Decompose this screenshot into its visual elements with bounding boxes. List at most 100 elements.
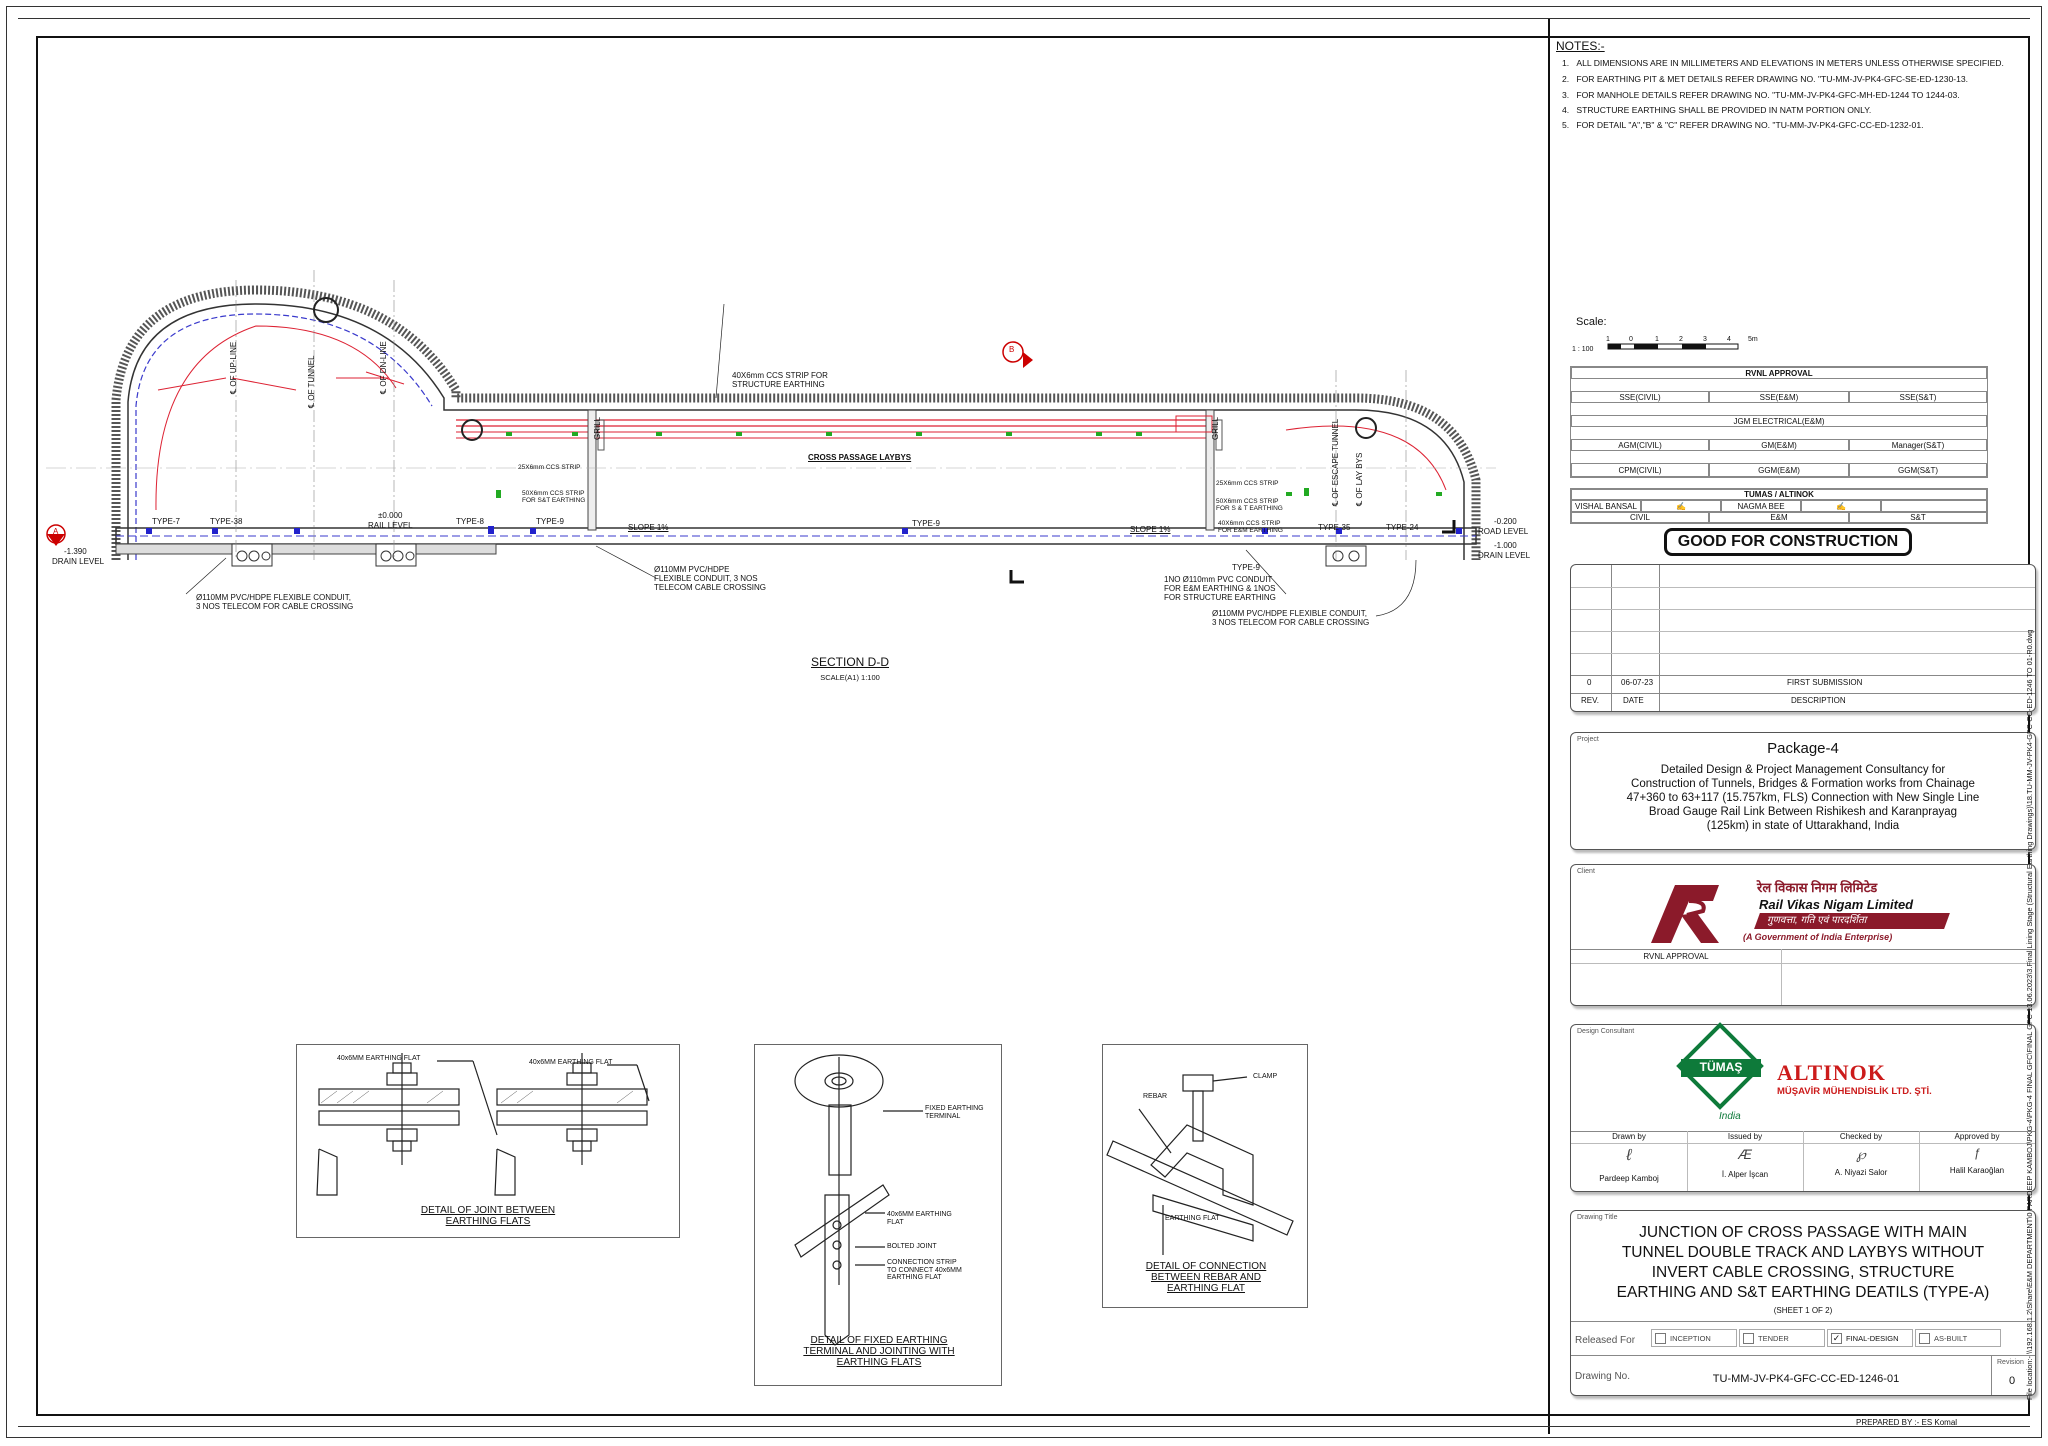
signature-1: ℓ [1626,1147,1632,1164]
type-24-label: TYPE-24 [1386,523,1419,532]
ggm-st: GGM(S&T) [1849,463,1987,477]
final-design-checkbox[interactable]: ✓ [1831,1332,1842,1344]
roles-col-2 [1803,1131,1804,1191]
drawn-by-name: Pardeep Kamboj [1599,1174,1659,1183]
discipline-em: E&M [1709,512,1849,523]
tender-checkbox[interactable] [1743,1332,1754,1344]
section-scale: SCALE(A1) 1:100 [820,673,880,682]
up-line-label: ℄ OF UP-LINE [229,341,238,394]
release-inception-option[interactable]: INCEPTION [1651,1329,1737,1347]
drawing-title-label: Drawing Title [1577,1214,1618,1221]
client-box: Client रेल विकास निगम लिमिटेड Rail Vikas… [1570,864,2036,1006]
ccs25-right-label: 25X6mm CCS STRIP [1216,480,1279,487]
drawing-border [36,36,2030,1416]
ccs25-left-label: 25X6mm CCS STRIP [518,464,581,471]
rev-row-line-2 [1571,609,2035,610]
rvnl-approval-table: RVNL APPROVAL SSE(CIVIL) SSE(E&M) SSE(S&… [1570,366,1988,478]
bottom-frame-line [18,1426,2030,1427]
scale-tick-6: 5m [1748,336,1758,343]
drawing-no-value: TU-MM-JV-PK4-GFC-CC-ED-1246-01 [1712,1373,1900,1385]
rvnl-name: Rail Vikas Nigam Limited [1759,897,1914,912]
scale-ratio: 1 : 100 [1572,346,1594,353]
rvnl-logo [1651,885,1719,943]
title-divider-2 [1571,1355,2035,1356]
release-tender-option[interactable]: TENDER [1739,1329,1825,1347]
tumas-name-2: NAGMA BEE [1721,500,1801,512]
scale-tick-1: 0 [1629,336,1633,343]
project-description: Detailed Design & Project Management Con… [1626,764,1980,832]
rev-date: 06-07-23 [1621,678,1654,687]
approved-by-role: Approved by [1954,1132,2000,1141]
rebar-label: REBAR [1143,1093,1168,1100]
scale-tick-3: 2 [1679,336,1683,343]
note-3: 3. FOR MANHOLE DETAILS REFER DRAWING NO.… [1562,90,1960,100]
project-box: Project Package-4 Detailed Design & Proj… [1570,732,2036,850]
inception-checkbox[interactable] [1655,1332,1666,1344]
note-1: 1. ALL DIMENSIONS ARE IN MILLIMETERS AND… [1562,58,2004,68]
revision-value: 0 [2009,1375,2016,1387]
drain-right-elevation: -1.000 [1494,541,1517,550]
type-38-label: TYPE-38 [210,517,243,526]
road-elevation: -0.200 [1494,517,1517,526]
sse-em: SSE(E&M) [1709,391,1849,403]
release-as-built-option[interactable]: AS-BUILT [1915,1329,2001,1347]
rail-level-label: RAIL LEVEL [368,521,413,530]
sse-civil: SSE(CIVIL) [1571,391,1709,403]
tumas-sign-2: ✍ [1801,500,1881,512]
rev-row-line-6 [1571,693,2035,694]
joint-flat-label-b: 40x6MM EARTHING FLAT [529,1059,613,1066]
bolted-joint-label: BOLTED JOINT [887,1243,937,1250]
lay-bys-label: ℄ OF LAY BYS [1355,452,1364,506]
joint-flat-label-a: 40x6MM EARTHING FLAT [337,1055,421,1062]
signature-2: Ӕ [1738,1146,1752,1162]
release-final-design-option[interactable]: ✓FINAL-DESIGN [1827,1329,1913,1347]
tumas-sign-1: ✍ [1641,500,1721,512]
rev-header: REV. [1581,696,1599,705]
rebar-flat-label: EARTHING FLAT [1165,1215,1220,1222]
altinok-name: ALTINOK [1777,1060,1886,1085]
tumas-name: TÜMAŞ [1699,1060,1743,1074]
consultant-label: Design Consultant [1577,1028,1635,1035]
drawing-title-box: Drawing Title JUNCTION OF CROSS PASSAGE … [1570,1210,2036,1396]
tumas-india: India [1719,1111,1741,1122]
consultant-box: Design Consultant TÜMAŞ India ALTINOK MÜ… [1570,1022,2036,1192]
type-9-label-a: TYPE-9 [536,517,565,526]
signature-4: ƒ [1973,1146,1981,1160]
signature-3: ℘ [1856,1146,1866,1162]
tumas-logo-band [1681,1059,1761,1077]
type-7-label: TYPE-7 [152,517,181,526]
rvnl-tagline: गुणवत्ता, गति एवं पारदर्शिता [1767,915,1867,926]
rev-col-line-1 [1611,565,1612,711]
type-35-label: TYPE-35 [1318,523,1351,532]
cpm-civil: CPM(CIVIL) [1571,463,1709,477]
rev-value: 0 [1587,678,1592,687]
project-name: Package-4 [1767,740,1839,757]
section-d-d-drawing [46,270,1496,617]
checked-by-role: Checked by [1839,1132,1883,1141]
road-level-label: ROAD LEVEL [1478,527,1529,536]
detail-joint-box: 40x6MM EARTHING FLAT 40x6MM EARTHING FLA… [296,1044,680,1238]
ggm-em: GGM(E&M) [1709,463,1849,477]
slope-right-label: SLOPE 1% [1130,525,1171,534]
checked-by-name: A. Niyazi Salor [1834,1168,1888,1177]
title-block-divider [1548,18,1550,1434]
good-for-construction-stamp: GOOD FOR CONSTRUCTION [1664,528,1912,556]
grill-right-label: GRILL [1211,416,1220,440]
scale-tick-4: 3 [1703,336,1707,343]
cross-passage-laybys-label: CROSS PASSAGE LAYBYS [808,453,912,462]
escape-tunnel-label: ℄ OF ESCAPE TUNNEL [1331,418,1340,506]
rvnl-subtitle: (A Government of India Enterprise) [1743,932,1893,942]
rev-col-line-2 [1659,565,1660,711]
grill-left-label: GRILL [593,416,602,440]
rev-row-line-5 [1571,675,2035,676]
as-built-checkbox[interactable] [1919,1332,1930,1344]
prepared-by: PREPARED BY :- ES Komal [1856,1418,1958,1427]
note-4: 4. STRUCTURE EARTHING SHALL BE PROVIDED … [1562,105,1872,115]
desc-header: DESCRIPTION [1791,696,1846,705]
